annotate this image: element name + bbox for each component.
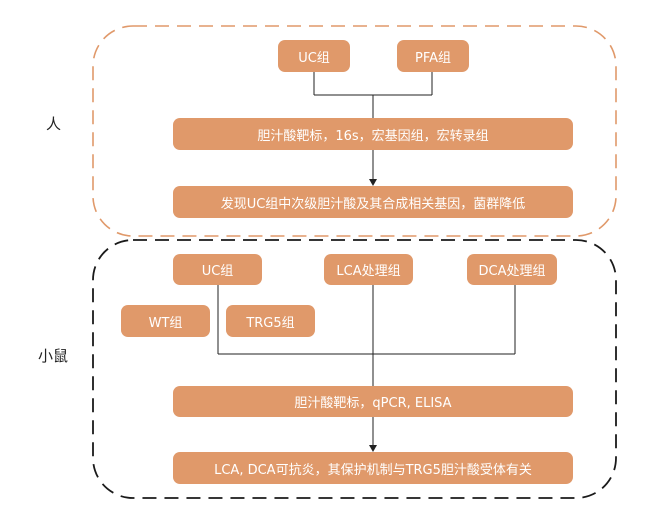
mouse-section-label: 小鼠 bbox=[38, 347, 69, 365]
mouse-section-frame bbox=[92, 239, 617, 499]
mouse-method-box: 胆汁酸靶标，qPCR, ELISA bbox=[173, 386, 573, 417]
human-connectors bbox=[313, 72, 433, 180]
mouse-group-uc: UC组 bbox=[173, 254, 262, 285]
human-group-uc: UC组 bbox=[278, 40, 350, 72]
mouse-subgroup-trg5: TRG5组 bbox=[226, 305, 315, 337]
human-section-label: 人 bbox=[46, 115, 62, 133]
human-group-pfa: PFA组 bbox=[397, 40, 469, 72]
mouse-subgroup-wt: WT组 bbox=[121, 305, 210, 337]
mouse-arrow-head bbox=[369, 445, 377, 452]
human-arrow-head bbox=[369, 179, 377, 186]
human-section-frame bbox=[92, 25, 617, 237]
mouse-group-dca: DCA处理组 bbox=[467, 254, 557, 285]
human-method-box: 胆汁酸靶标，16s，宏基因组，宏转录组 bbox=[173, 118, 573, 150]
human-finding-box: 发现UC组中次级胆汁酸及其合成相关基因，菌群降低 bbox=[173, 186, 573, 218]
mouse-finding-box: LCA, DCA可抗炎，其保护机制与TRG5胆汁酸受体有关 bbox=[173, 452, 573, 484]
mouse-connectors bbox=[217, 285, 516, 446]
mouse-group-lca: LCA处理组 bbox=[324, 254, 413, 285]
